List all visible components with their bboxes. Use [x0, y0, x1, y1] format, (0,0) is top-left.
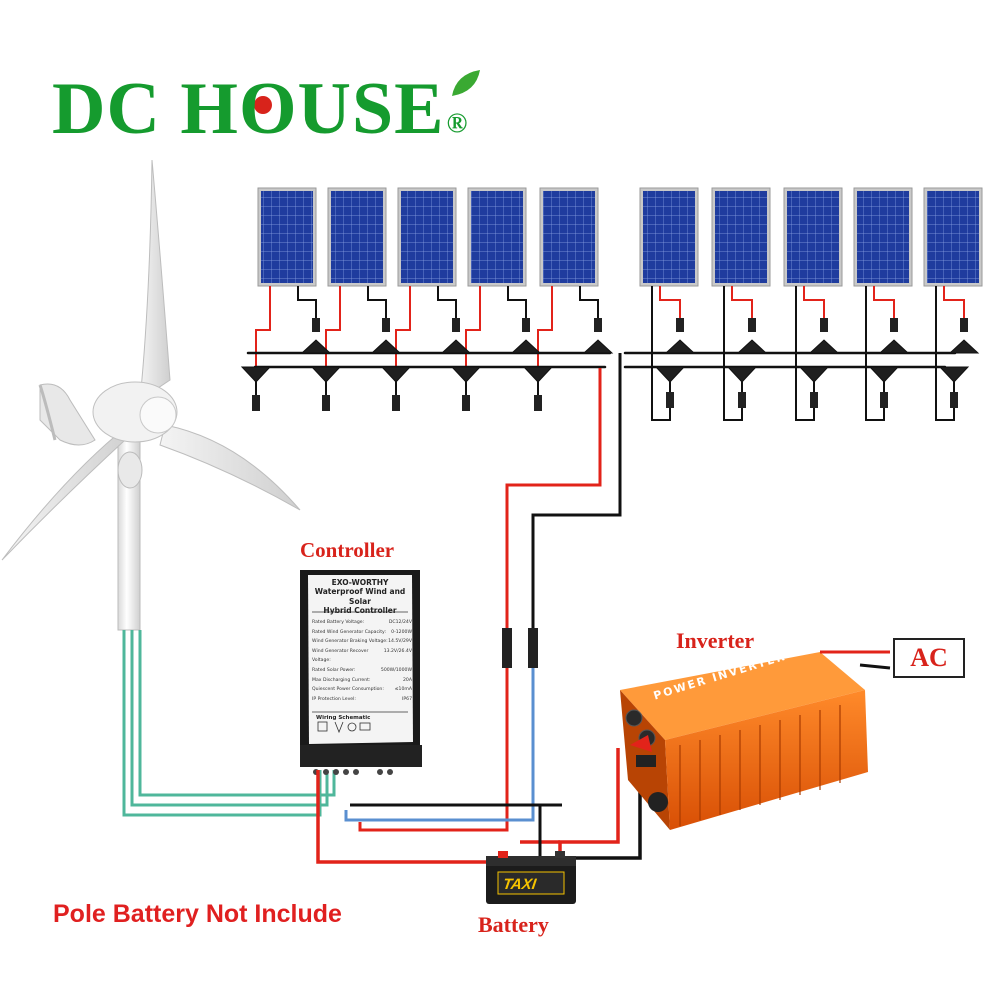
spec-key: Wind Generator Recover Voltage:: [312, 648, 369, 664]
spec-key: IP Protection Level:: [312, 696, 356, 702]
spec-value: IP67: [402, 696, 412, 702]
combiner-harness: [240, 339, 980, 383]
wiring-schematic-label: Wiring Schematic: [316, 715, 371, 721]
ac-output-box: AC: [893, 638, 965, 678]
battery-brand: TAXI: [501, 876, 538, 893]
spec-value: 500W/1000W: [380, 667, 412, 673]
y-connector: [654, 339, 696, 383]
y-connector: [798, 339, 840, 383]
y-connector: [938, 339, 980, 383]
spec-value: 14.5V/29V: [388, 639, 412, 645]
battery-cables: [316, 748, 642, 864]
spec-key: Rated Wind Generator Capacity:: [312, 629, 386, 635]
y-connector: [240, 339, 332, 383]
y-connector: [310, 339, 402, 383]
panel-lead: [392, 286, 460, 411]
y-connector: [380, 339, 472, 383]
registered-mark: ®: [446, 108, 469, 139]
controller-subtitle: Hybrid Controller: [323, 606, 397, 616]
inverter-label: Inverter: [676, 628, 755, 653]
package-note: Pole Battery Not Include: [53, 900, 342, 928]
controller-title: EXO-WORTHY Waterproof Wind and Solar Hyb…: [310, 578, 410, 616]
wind-turbine: [1, 159, 301, 631]
spec-key: Quiescent Power Consumption:: [312, 687, 384, 693]
solar-panel: [397, 187, 457, 287]
spec-value: DC12/24V: [388, 620, 412, 625]
y-connector: [450, 339, 542, 383]
spec-value: 20A: [403, 677, 412, 683]
solar-panel: [539, 187, 599, 287]
controller-spec-row: Rated Wind Generator Capacity: 0-1200W: [312, 628, 412, 638]
battery: [486, 851, 576, 904]
battery-label: Battery: [478, 912, 549, 937]
solar-panel: [639, 187, 699, 287]
y-connector: [868, 339, 910, 383]
spec-key: Rated Battery Voltage:: [312, 620, 365, 625]
controller-spec-row: Rated Solar Power: 500W/1000W: [312, 666, 412, 676]
solar-panel: [783, 187, 843, 287]
spec-value: 0-1200W: [391, 629, 412, 635]
controller-spec-row: IP Protection Level: IP67: [312, 695, 412, 705]
spec-value: ≤10mA: [394, 687, 412, 693]
controller-spec-row: Quiescent Power Consumption: ≤10mA: [312, 685, 412, 695]
controller-spec-row: Max Discharging Current: 20A: [312, 676, 412, 686]
power-inverter: [620, 650, 891, 830]
controller-brand: EXO-WORTHY: [331, 578, 389, 587]
hybrid-controller: [300, 570, 422, 775]
solar-panel: [257, 187, 317, 287]
spec-key: Wind Generator Braking Voltage:: [312, 639, 388, 645]
controller-spec-row: Rated Battery Voltage: DC12/24V: [312, 618, 412, 628]
controller-spec-row: Wind Generator Braking Voltage:14.5V/29V: [312, 637, 412, 647]
spec-key: Rated Solar Power:: [312, 667, 356, 673]
y-connector: [522, 339, 614, 383]
controller-spec-row: Wind Generator Recover Voltage: 13.2V/26.…: [312, 647, 412, 666]
solar-panel: [923, 187, 983, 287]
solar-panel: [327, 187, 387, 287]
solar-panel: [711, 187, 771, 287]
spec-value: 13.2V/26.4V: [383, 648, 412, 654]
brand-name: DC HOUSE: [52, 68, 445, 150]
pv-main-cable: [344, 353, 622, 832]
brand-logo: DC HOUSE®: [52, 72, 469, 146]
solar-panel: [467, 187, 527, 287]
turbine-ac-wires: [122, 630, 336, 817]
y-connector: [726, 339, 768, 383]
controller-label: Controller: [300, 538, 395, 562]
ac-label: AC: [910, 643, 948, 672]
solar-panel-array: [257, 187, 983, 287]
panel-lead: [534, 286, 602, 411]
spec-key: Max Discharging Current:: [312, 677, 371, 683]
controller-title-line: Waterproof Wind and Solar: [314, 587, 406, 606]
solar-panel: [853, 187, 913, 287]
